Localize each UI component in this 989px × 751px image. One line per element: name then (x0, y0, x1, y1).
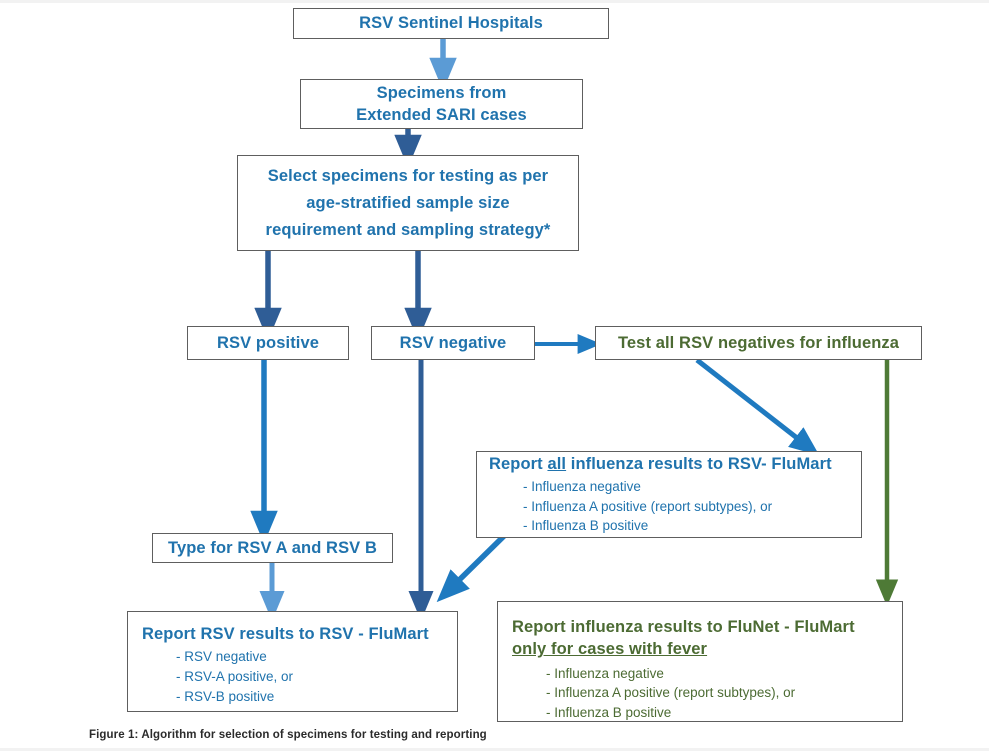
list-item: - Influenza B positive (546, 704, 672, 720)
list-item: - RSV-A positive, or (176, 668, 294, 684)
node-title-underlined: all (547, 454, 567, 473)
node-type-for-rsv-a-and-b[interactable]: Type for RSV A and RSV B (152, 533, 393, 563)
list-item: - Influenza negative (523, 479, 641, 495)
list-item: - Influenza negative (546, 665, 664, 681)
node-test-all-rsv-negatives[interactable]: Test all RSV negatives for influenza (595, 326, 922, 360)
list-item: - Influenza A positive (report subtypes)… (523, 498, 773, 514)
node-title-line-2: only for cases with fever (512, 640, 708, 659)
node-title-part-1: Report (489, 454, 548, 473)
node-bullet-list: - RSV negative - RSV-A positive, or - RS… (176, 647, 293, 706)
node-bullet-list: - Influenza negative - Influenza A posit… (523, 477, 772, 536)
node-title: Report all influenza results to RSV- Flu… (489, 453, 832, 475)
list-item: - RSV negative (176, 649, 267, 665)
node-title-line-3: requirement and sampling strategy* (265, 221, 551, 240)
arrow-test-all-to-report-all-influenza (695, 358, 820, 456)
node-bullet-list: - Influenza negative - Influenza A posit… (546, 664, 795, 723)
node-report-influenza-flunet[interactable]: Report influenza results to FluNet - Flu… (497, 601, 903, 722)
node-title-line-2: age-stratified sample size (306, 193, 510, 212)
node-rsv-positive[interactable]: RSV positive (187, 326, 349, 360)
arrow-report-all-influenza-to-report-rsv (436, 533, 507, 603)
figure-caption: Figure 1: Algorithm for selection of spe… (89, 729, 487, 741)
list-item: - Influenza B positive (523, 518, 649, 534)
page-bottom-edge (0, 748, 989, 751)
node-rsv-negative[interactable]: RSV negative (371, 326, 535, 360)
node-title: Report RSV results to RSV - FluMart (142, 625, 429, 643)
node-report-all-influenza[interactable]: Report all influenza results to RSV- Flu… (476, 451, 862, 538)
node-title-line-1: Specimens from (376, 83, 507, 102)
node-title-line-1: Select specimens for testing as per (267, 166, 549, 185)
node-title-part-2: influenza results to RSV- FluMart (566, 454, 832, 473)
node-title: RSV Sentinel Hospitals (359, 14, 543, 33)
node-title: Type for RSV A and RSV B (168, 538, 377, 557)
node-title: RSV negative (399, 333, 507, 352)
node-rsv-sentinel-hospitals[interactable]: RSV Sentinel Hospitals (293, 8, 609, 39)
node-title: Test all RSV negatives for influenza (617, 333, 900, 352)
node-title-line-1: Report influenza results to FluNet - Flu… (512, 618, 855, 636)
node-report-rsv-results[interactable]: Report RSV results to RSV - FluMart - RS… (127, 611, 458, 712)
node-specimens-extended-sari[interactable]: Specimens from Extended SARI cases (300, 79, 583, 129)
page-top-edge (0, 0, 989, 3)
list-item: - Influenza A positive (report subtypes)… (546, 685, 796, 701)
list-item: - RSV-B positive (176, 688, 275, 704)
node-title: RSV positive (216, 333, 320, 352)
node-select-specimens[interactable]: Select specimens for testing as per age-… (237, 155, 579, 251)
node-title-line-2: Extended SARI cases (356, 106, 527, 124)
